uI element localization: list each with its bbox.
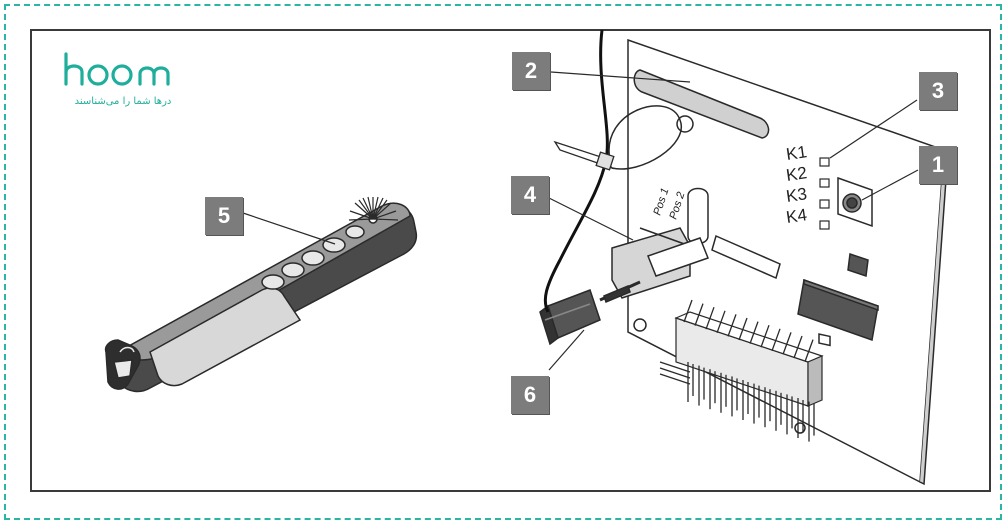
callout-5: 5 [205,197,243,235]
hand-transmitter [104,202,418,393]
hoom-logo [64,52,170,86]
pin-up [804,339,814,362]
pin-up [771,328,781,352]
k1-label: K1 [785,142,808,164]
callout-1: 1 [919,146,957,184]
pin-up [738,317,748,341]
k-led-boxes [819,157,830,230]
pin-up [683,299,693,323]
k2-label: K2 [785,163,808,185]
leader-lines [548,71,919,371]
callout-6: 6 [511,376,549,414]
k3-label: K3 [785,184,808,206]
callout-2: 2 [512,52,550,90]
receiver-board [539,38,949,486]
callout-3: 3 [919,72,957,110]
pin-up [716,310,726,334]
pin-up [705,306,715,330]
pin-stub [659,361,691,373]
dashed-border [4,4,1002,520]
header-pins [659,299,815,442]
brand-tagline: درها شما را می‌شناسند [74,96,172,107]
pin-up [782,332,792,355]
antenna-wire [543,29,609,313]
pin-stub [659,373,691,385]
pin-up [694,303,704,326]
k4-label: K4 [785,205,808,227]
led-light-rays [348,196,399,221]
callout-4: 4 [511,176,549,214]
pin-up [760,324,770,348]
cable-loop [608,105,683,170]
pin-up [727,314,737,337]
pin-up [793,335,803,359]
pin-up [749,321,759,344]
pin-stub [659,367,691,379]
pin-header [674,311,824,407]
